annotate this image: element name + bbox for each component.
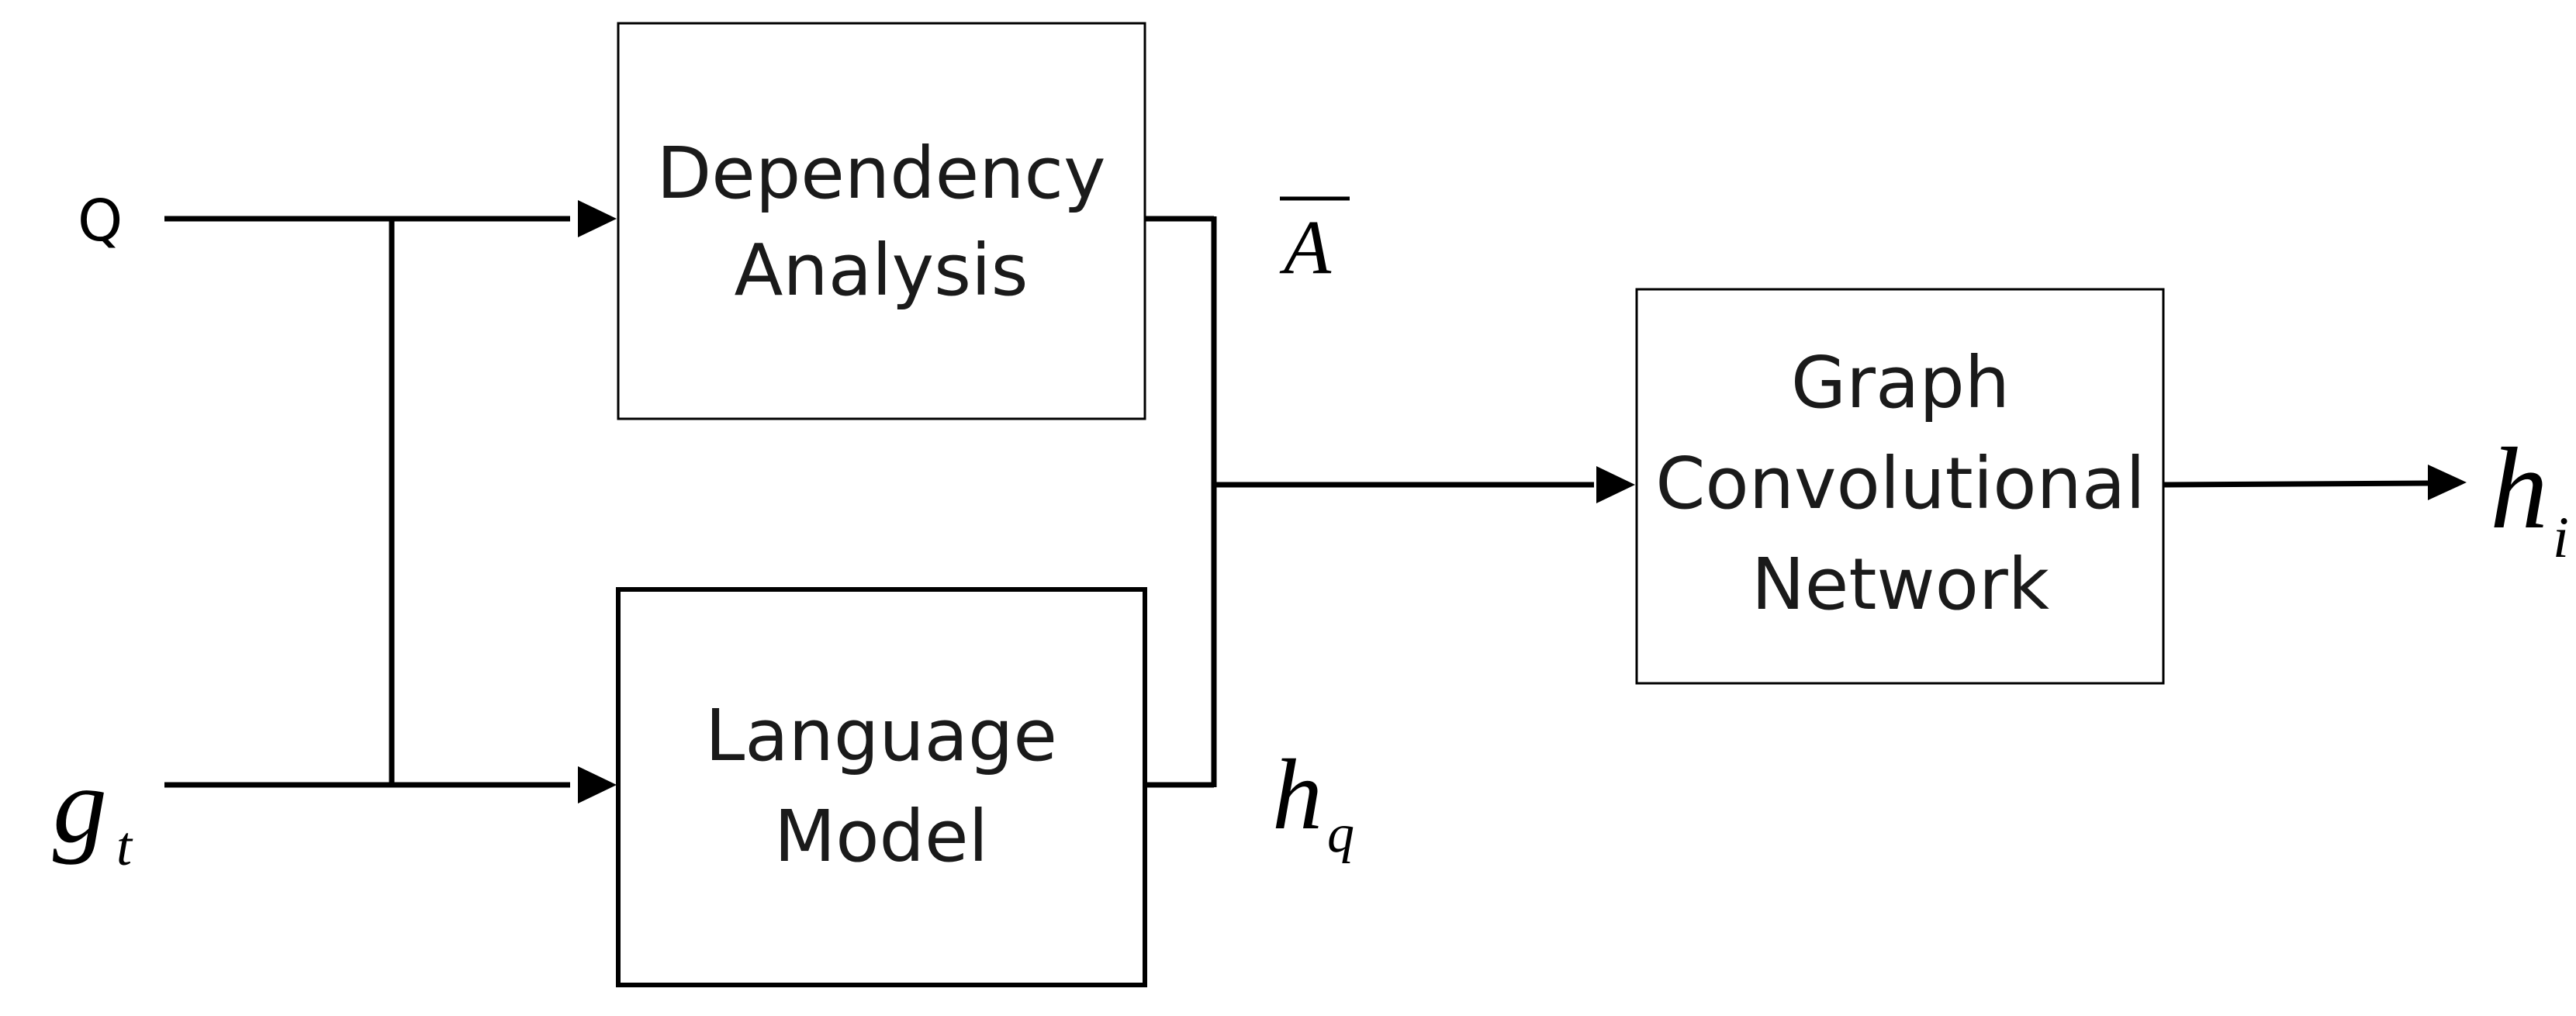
language-model-block: Language Model [616, 587, 1147, 987]
a-bar-letter: A [1279, 204, 1332, 290]
merge-connectors [1145, 216, 1594, 788]
gcn-line3: Network [1751, 543, 2050, 626]
arrow-to-dependency [578, 200, 617, 237]
hq-label: hq [1272, 739, 1354, 864]
input-connectors [164, 216, 570, 788]
gcn-box [1635, 288, 2165, 685]
language-model-line2: Model [774, 795, 988, 878]
language-model-line1: Language [705, 694, 1057, 777]
input-g-main: g [53, 745, 107, 866]
a-bar-label: A [1279, 196, 1350, 290]
language-model-box [616, 587, 1147, 987]
hq-subscript: q [1327, 804, 1354, 864]
arrow-to-gcn [1596, 466, 1635, 503]
hi-main: h [2490, 424, 2548, 553]
input-g-subscript: t [116, 815, 133, 877]
gcn-line2: Convolutional [1655, 442, 2146, 525]
arrow-to-language [578, 766, 617, 803]
input-q-label: Q [78, 188, 123, 254]
gcn-output-line [2163, 480, 2429, 488]
dependency-analysis-block: Dependency Analysis [617, 22, 1146, 420]
hi-label: hi [2490, 424, 2569, 570]
dependency-analysis-line1: Dependency [656, 132, 1105, 215]
dependency-analysis-box [617, 22, 1146, 420]
hq-main: h [1272, 739, 1323, 851]
gcn-block: Graph Convolutional Network [1635, 288, 2165, 685]
arrow-to-output [2428, 465, 2467, 500]
gcn-line1: Graph [1791, 341, 2010, 424]
dependency-analysis-line2: Analysis [734, 229, 1028, 312]
hi-subscript: i [2553, 506, 2569, 570]
input-arrowheads [578, 200, 617, 803]
